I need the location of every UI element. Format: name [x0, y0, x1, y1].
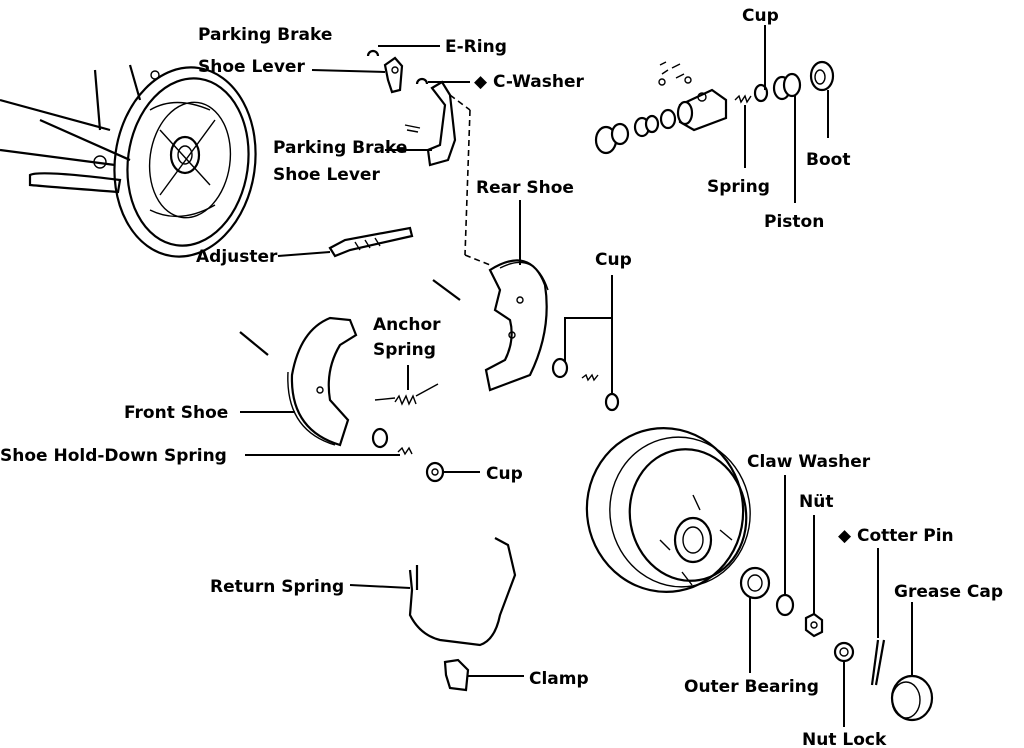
label-parking-brake-shoe-lever-2: Shoe Lever: [273, 165, 380, 185]
label-nut: Nüt: [799, 492, 833, 512]
nut-lock-part: [833, 641, 855, 663]
grease-cap-part: [890, 674, 934, 722]
label-clamp: Clamp: [529, 669, 589, 689]
anchor-spring-part: [374, 383, 439, 406]
label-anchor-spring-1: Anchor: [373, 315, 441, 335]
boot-part: [809, 60, 835, 92]
pin-front: [239, 331, 269, 356]
label-cup-top: Cup: [742, 6, 779, 26]
nut-part: [804, 612, 824, 638]
rear-shoe-part: [484, 259, 549, 392]
clamp-part: [443, 658, 470, 692]
label-shoe-hold-down-spring: Shoe Hold-Down Spring: [0, 446, 227, 466]
claw-washer-part: [775, 593, 795, 617]
backing-plate-assembly: [0, 64, 257, 258]
label-parking-brake-shoe-lever-1: Parking Brake: [273, 138, 407, 158]
label-piston: Piston: [764, 212, 824, 232]
label-outer-bearing: Outer Bearing: [684, 677, 819, 697]
parking-brake-shoe-lever-long: [404, 80, 491, 266]
shoe-hold-down-spring-part: [371, 427, 413, 456]
outer-bearing-part: [739, 566, 771, 600]
wheel-cylinder-assembly: [594, 61, 728, 155]
label-claw-washer: Claw Washer: [747, 452, 871, 472]
label-adjuster: Adjuster: [196, 247, 278, 267]
label-cup-bottom: Cup: [486, 464, 523, 484]
spring-top-part: [734, 94, 752, 104]
label-spring: Spring: [707, 177, 770, 197]
e-ring-part: [366, 49, 380, 57]
label-return-spring: Return Spring: [210, 577, 344, 597]
brake-drum-part: [585, 427, 751, 593]
label-parking-brake-shoe-lever-top-1: Parking Brake: [198, 25, 332, 45]
cup-right-parts: [551, 357, 620, 412]
parking-brake-shoe-lever-top: [383, 56, 404, 94]
pin-rear: [432, 279, 461, 301]
front-shoe-part: [287, 316, 358, 447]
return-spring-part: [408, 537, 517, 647]
label-e-ring: E-Ring: [445, 37, 507, 57]
cup-bottom-part: [425, 461, 445, 483]
labels: Parking Brake Shoe Lever E-Ring ◆ C-Wash…: [0, 6, 1003, 748]
label-parking-brake-shoe-lever-top-2: Shoe Lever: [198, 57, 305, 77]
label-boot: Boot: [806, 150, 850, 170]
label-cotter-pin: ◆ Cotter Pin: [838, 526, 954, 546]
label-rear-shoe: Rear Shoe: [476, 178, 574, 198]
c-washer-part: [415, 77, 429, 85]
adjuster-part: [328, 226, 414, 258]
cotter-pin-part: [870, 639, 886, 686]
label-cup-right: Cup: [595, 250, 632, 270]
label-front-shoe: Front Shoe: [124, 403, 228, 423]
label-nut-lock: Nut Lock: [802, 730, 887, 748]
label-c-washer: ◆ C-Washer: [474, 72, 585, 92]
label-anchor-spring-2: Spring: [373, 340, 436, 360]
label-grease-cap: Grease Cap: [894, 582, 1003, 602]
leader-lines: [240, 25, 913, 727]
piston-part: [772, 72, 802, 101]
